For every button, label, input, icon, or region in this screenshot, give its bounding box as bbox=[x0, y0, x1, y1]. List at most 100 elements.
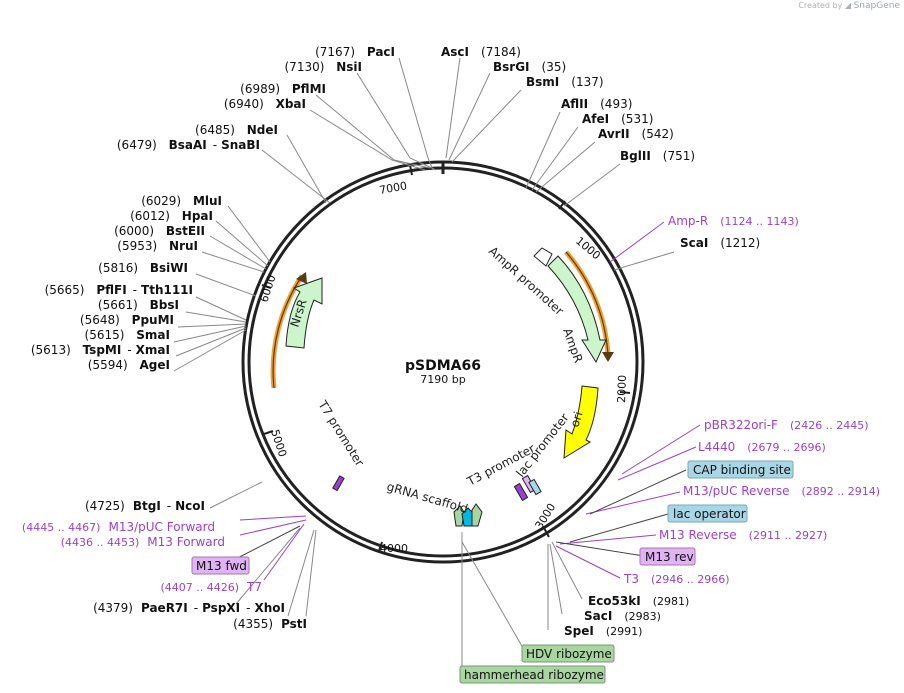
svg-text:SpeI(2991): SpeI (2991) bbox=[564, 624, 642, 638]
orange-arc-ampr-core bbox=[565, 251, 609, 356]
svg-text:BsmI(137): BsmI(137) bbox=[526, 75, 604, 89]
tick-label: 1000 bbox=[573, 234, 603, 262]
site-name: SacI bbox=[584, 609, 612, 623]
svg-text:L4440(2679 .. 2696): L4440 (2679 .. 2696) bbox=[698, 440, 826, 454]
primer-name: M13/pUC Forward bbox=[108, 520, 215, 534]
site-name: BsiWI bbox=[150, 261, 188, 275]
primer-range: (4407 .. 4426) bbox=[160, 581, 239, 594]
svg-text:(5953) NruI: (5953) NruI bbox=[117, 239, 198, 253]
t7-promoter-mark bbox=[332, 475, 345, 492]
hammerhead-ribozyme-label: hammerhead ribozyme bbox=[464, 668, 604, 682]
site-name: SpeI bbox=[564, 624, 594, 638]
orange-arrowhead bbox=[602, 352, 614, 362]
svg-text:(4436 .. 4453)M13 Forward: (4436 .. 4453) M13 Forward bbox=[61, 535, 225, 549]
hdv-ribozyme-label: HDV ribozyme bbox=[526, 647, 612, 661]
svg-text:(5648) PpuMI: (5648) PpuMI bbox=[80, 313, 174, 327]
site-name: PstI bbox=[281, 617, 307, 631]
site-pos: (493) bbox=[600, 97, 632, 111]
svg-text:Amp-R(1124 .. 1143): Amp-R(1124 .. 1143) bbox=[668, 214, 799, 228]
site-pos: (2981) bbox=[653, 595, 690, 608]
primer-leader-lines bbox=[239, 221, 701, 581]
svg-text:(6485) NdeI: (6485) NdeI bbox=[195, 123, 278, 137]
site-name: XbaI bbox=[276, 97, 306, 111]
site-pos: (531) bbox=[621, 112, 653, 126]
svg-text:(5816) BsiWI: (5816) BsiWI bbox=[98, 261, 188, 275]
svg-text:Eco53kI(2981): Eco53kI(2981) bbox=[588, 594, 689, 608]
site-pos: (5665) bbox=[45, 283, 85, 297]
lac-operator-label: lac operator bbox=[673, 507, 746, 521]
svg-text:(7167) PacI: (7167) PacI bbox=[315, 45, 395, 59]
svg-text:T3(2946 .. 2966): T3(2946 .. 2966) bbox=[623, 572, 730, 586]
credit-brand: SnapGene bbox=[853, 1, 900, 11]
site-name: BstEII bbox=[166, 224, 205, 238]
site-name: AgeI bbox=[140, 358, 170, 372]
svg-text:(6000) BstEII: (6000) BstEII bbox=[114, 224, 205, 238]
site-name: XmaI bbox=[136, 343, 170, 357]
site-name: PpuMI bbox=[132, 313, 174, 327]
svg-text:(5661) BbsI: (5661) BbsI bbox=[98, 298, 179, 312]
site-pos: (4355) bbox=[233, 617, 273, 631]
orange-arc-nrsr-core bbox=[272, 275, 303, 389]
ampr-label: AmpR bbox=[560, 326, 585, 364]
site-name: NsiI bbox=[336, 60, 362, 74]
primer-range: (2911 .. 2927) bbox=[749, 529, 828, 542]
m13-fwd-label: M13 fwd bbox=[196, 559, 247, 573]
svg-text:(6012) HpaI: (6012) HpaI bbox=[130, 209, 213, 223]
t7-promoter-label: T7 promoter bbox=[315, 397, 367, 468]
grna-scaffold-label: gRNA scaffold bbox=[385, 479, 469, 516]
svg-text:(6029) MluI: (6029) MluI bbox=[141, 194, 222, 208]
site-pos: (137) bbox=[571, 75, 603, 89]
tick-label: 7000 bbox=[378, 179, 408, 197]
site-name: Tth111I bbox=[141, 283, 193, 297]
site-name: AflII bbox=[561, 97, 588, 111]
primer-name: Amp-R bbox=[668, 214, 708, 228]
primer-range: (4445 .. 4467) bbox=[22, 521, 101, 534]
sites-left-top: (7167) PacI (7130) NsiI (6989) PflMI (69… bbox=[31, 45, 395, 372]
site-name: HpaI bbox=[182, 209, 213, 223]
primer-range: (2679 .. 2696) bbox=[747, 441, 826, 454]
orange-arrowhead bbox=[296, 272, 307, 284]
credit-prefix: Created by bbox=[798, 1, 843, 10]
svg-text:(4379)PaeR7I-PspXI-XhoI: (4379)PaeR7I-PspXI-XhoI bbox=[93, 601, 285, 615]
svg-text:BsrGI(35): BsrGI(35) bbox=[493, 60, 566, 74]
site-pos: (5661) bbox=[98, 298, 138, 312]
lac-t3-feature-cluster bbox=[513, 474, 542, 502]
site-pos: (7130) bbox=[285, 60, 325, 74]
site-pos: (2991) bbox=[606, 625, 643, 638]
svg-text:(4355)PstI: (4355) PstI bbox=[233, 617, 307, 631]
site-name: NdeI bbox=[247, 123, 278, 137]
primer-name: M13 Forward bbox=[147, 535, 225, 549]
grna-scaffold-arrows bbox=[453, 503, 483, 527]
svg-text:AscI(7184): AscI(7184) bbox=[441, 45, 521, 59]
tick-label: 4000 bbox=[380, 542, 408, 555]
site-name: BtgI bbox=[133, 499, 161, 513]
ampr-gene-arrow bbox=[547, 255, 607, 364]
primer-range: (2426 .. 2445) bbox=[790, 419, 869, 432]
site-name: AfeI bbox=[582, 112, 609, 126]
leader-lines bbox=[173, 57, 675, 668]
primer-name: T3 bbox=[623, 572, 639, 586]
site-pos: (7167) bbox=[315, 45, 355, 59]
site-name: SnaBI bbox=[221, 138, 260, 152]
svg-text:(5594) AgeI: (5594) AgeI bbox=[88, 358, 170, 372]
site-pos: (6029) bbox=[141, 194, 181, 208]
site-pos: (5613) bbox=[31, 343, 71, 357]
site-name: PaeR7I bbox=[141, 601, 188, 615]
svg-text:(5613) TspMI-XmaI: (5613) TspMI-XmaI bbox=[31, 343, 170, 357]
svg-text:SacI(2983): SacI(2983) bbox=[584, 609, 661, 623]
svg-text:(6940) XbaI: (6940) XbaI bbox=[224, 97, 306, 111]
primer-labels: Amp-R(1124 .. 1143) pBR322ori-F(2426 .. … bbox=[22, 214, 880, 594]
sites-bottom-right: Eco53kI(2981) SacI(2983) SpeI (2991) bbox=[564, 594, 689, 638]
site-pos: (7184) bbox=[481, 45, 521, 59]
snapgene-credit: Created by ◢ SnapGene bbox=[798, 1, 900, 11]
primer-name: L4440 bbox=[698, 440, 735, 454]
site-name: AvrII bbox=[598, 127, 630, 141]
site-name: BsrGI bbox=[493, 60, 530, 74]
primer-range: (4436 .. 4453) bbox=[61, 536, 140, 549]
tick-label: 2000 bbox=[615, 375, 629, 403]
site-name: BbsI bbox=[150, 298, 179, 312]
site-name: BglII bbox=[620, 149, 651, 163]
boxed-feature-labels: CAP binding site lac operator M13 rev M1… bbox=[191, 460, 794, 684]
svg-text:AfeI(531): AfeI (531) bbox=[582, 112, 653, 126]
